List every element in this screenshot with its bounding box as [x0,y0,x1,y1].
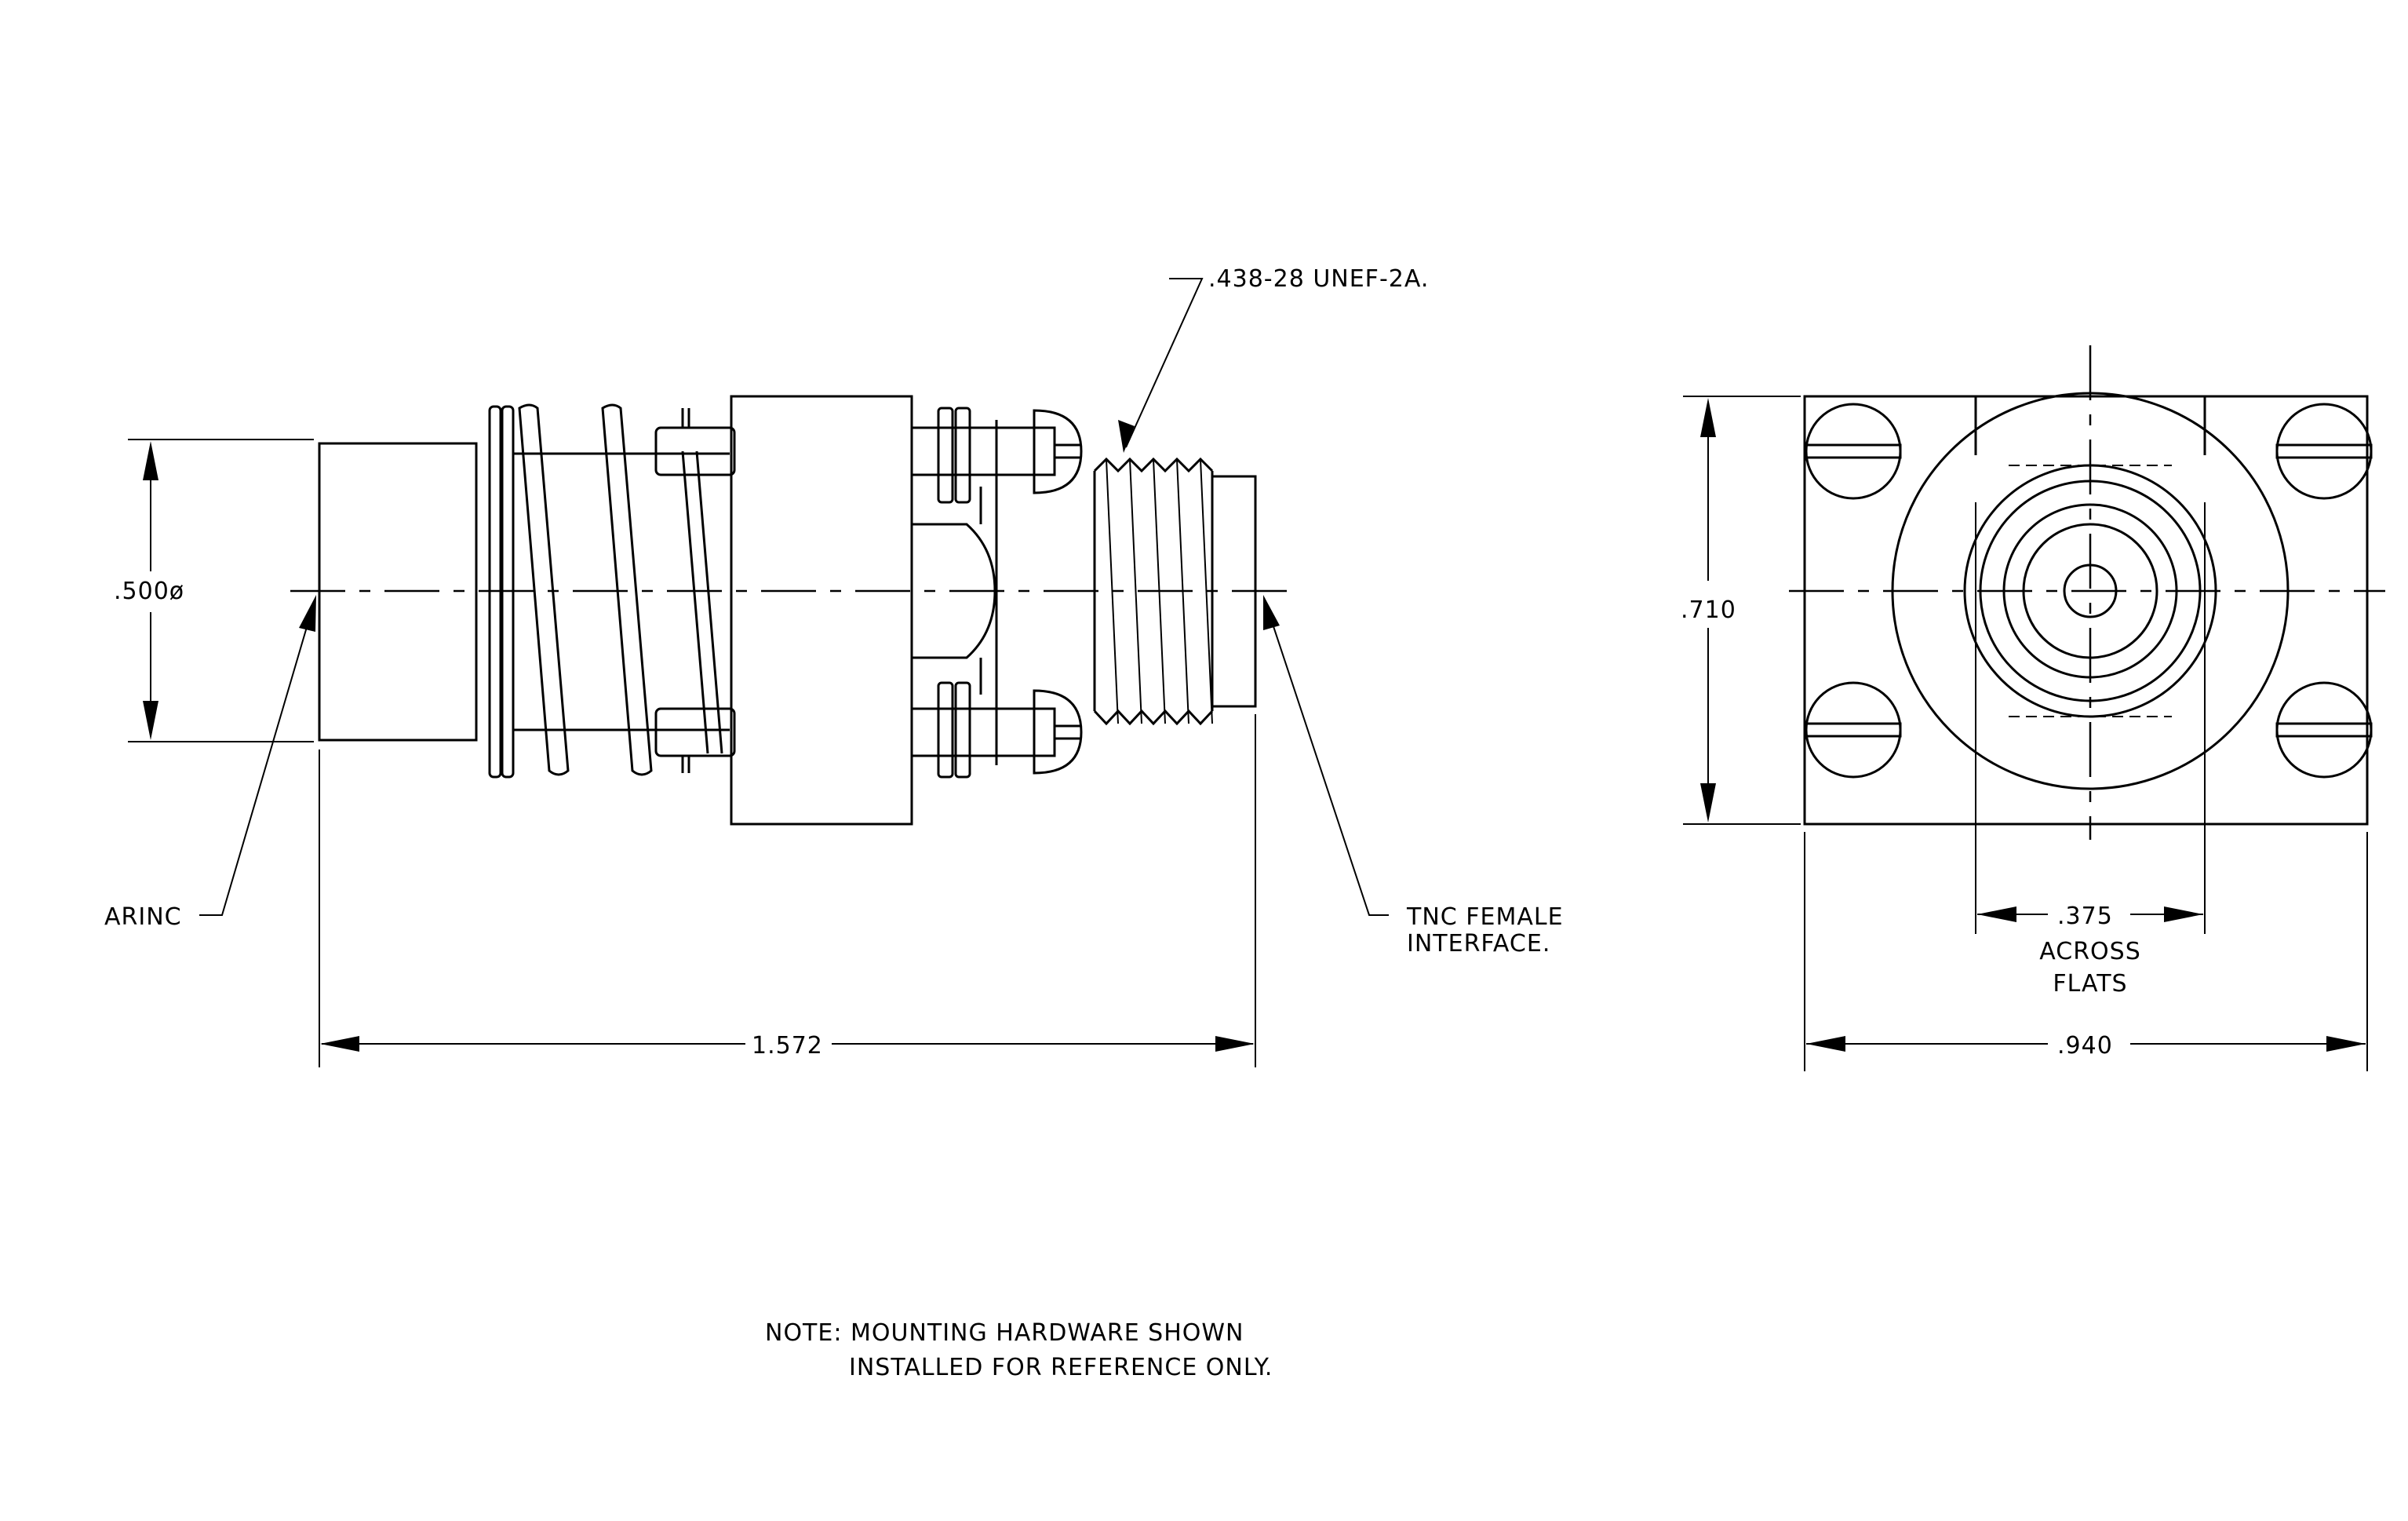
front-extension-lines [1683,396,2368,1071]
tnc-label-line2: INTERFACE. [1407,930,1550,957]
length-label: 1.572 [752,1032,823,1060]
rear-pins [654,408,736,773]
screw-bottom-right [2275,681,2373,779]
spring [513,403,730,776]
side-extension-lines [128,439,1256,1067]
thread-callout-label: .438-28 UNEF-2A. [1208,265,1429,293]
note-line1: NOTE: MOUNTING HARDWARE SHOWN [765,1319,1244,1347]
side-view [128,278,1389,1067]
diameter-dimension [143,441,158,740]
arinc-body [318,442,478,742]
tnc-nose [1211,475,1257,708]
width-label: .940 [2057,1032,2113,1060]
diameter-label: .500ø [114,578,184,605]
front-view [1683,345,2385,1071]
width-dimension [1806,1036,2366,1052]
note-line2: INSTALLED FOR REFERENCE ONLY. [849,1354,1273,1381]
height-dimension [1700,398,1716,823]
flats-label-line1: ACROSS [2039,938,2141,965]
screw-top-right [2275,403,2373,500]
screw-top-left [1805,403,1902,500]
height-label: .710 [1681,596,1736,624]
flats-dimension [1977,906,2203,922]
front-flange [1803,395,2369,826]
flange-washers [488,405,515,779]
concentric-rings [1891,392,2290,790]
inner-neck [912,420,998,765]
hex-flats [1974,396,2206,934]
front-screws [910,409,1083,775]
length-dimension [320,1036,1255,1052]
mounting-block [730,395,913,826]
lock-washers [937,407,971,779]
arinc-label: ARINC [104,903,182,931]
flats-label: .375 [2057,903,2113,930]
tnc-label-line1: TNC FEMALE [1406,903,1564,931]
leaders [199,278,1389,916]
flats-label-line2: FLATS [2053,970,2127,998]
screw-bottom-left [1805,681,1902,779]
